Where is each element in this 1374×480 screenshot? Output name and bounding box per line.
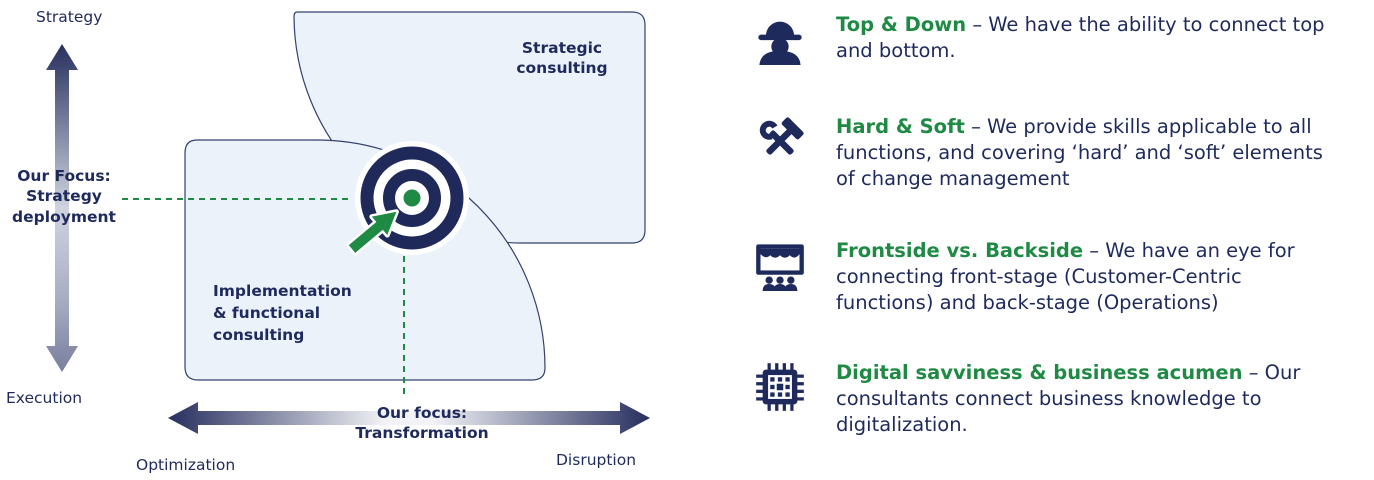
bullet-body: – We provide skills applicable to all fu… bbox=[836, 115, 1323, 190]
vertical-axis-arrow bbox=[46, 44, 78, 372]
matrix-svg bbox=[46, 11, 650, 434]
bullet-body: – Our consultants connect business knowl… bbox=[836, 361, 1301, 436]
vertical-axis-top-label: Strategy bbox=[36, 8, 103, 26]
horizontal-axis-arrow bbox=[168, 402, 650, 434]
bullet-text: Top & Down – We have the ability to conn… bbox=[836, 12, 1336, 64]
microchip-icon bbox=[754, 361, 806, 413]
bullet-hard-soft: Hard & Soft – We provide skills applicab… bbox=[726, 114, 1374, 192]
stage-audience-icon bbox=[754, 239, 806, 291]
bullet-title: Frontside vs. Backside bbox=[836, 239, 1084, 262]
vertical-axis-bottom-label: Execution bbox=[6, 389, 83, 407]
left-focus-label: Our Focus: Strategy deployment bbox=[12, 167, 116, 226]
bullet-digital-savviness: Digital savviness & business acumen – Ou… bbox=[726, 360, 1374, 438]
green-arrow bbox=[346, 209, 399, 256]
bullet-text: Frontside vs. Backside – We have an eye … bbox=[836, 238, 1336, 316]
bullet-frontside-backside: Frontside vs. Backside – We have an eye … bbox=[726, 238, 1374, 316]
implementation-consulting-label: Implementation & functional consulting bbox=[213, 282, 352, 344]
bullet-body: – We have an eye for connecting front-st… bbox=[836, 239, 1295, 314]
construction-worker-icon bbox=[754, 13, 806, 65]
bullet-top-down: Top & Down – We have the ability to conn… bbox=[726, 12, 1374, 65]
horizontal-axis-right-label: Disruption bbox=[556, 451, 637, 469]
bullet-title: Hard & Soft bbox=[836, 115, 965, 138]
target-bullseye bbox=[346, 141, 469, 256]
hammer-wrench-icon bbox=[754, 115, 806, 167]
bullet-text: Hard & Soft – We provide skills applicab… bbox=[836, 114, 1336, 192]
bullet-title: Digital savviness & business acumen bbox=[836, 361, 1243, 384]
bullet-text: Digital savviness & business acumen – Ou… bbox=[836, 360, 1336, 438]
bullet-body: – We have the ability to connect top and… bbox=[836, 13, 1325, 62]
strategic-consulting-label: Strategic consulting bbox=[516, 39, 608, 78]
horizontal-axis-left-label: Optimization bbox=[136, 456, 236, 474]
center-focus-label: Our focus: Transformation bbox=[355, 404, 489, 443]
bullet-title: Top & Down bbox=[836, 13, 967, 36]
consulting-matrix-diagram: Strategy Execution Our Focus: Strategy d… bbox=[6, 8, 650, 474]
capability-bullet-list: Top & Down – We have the ability to conn… bbox=[726, 0, 1374, 480]
